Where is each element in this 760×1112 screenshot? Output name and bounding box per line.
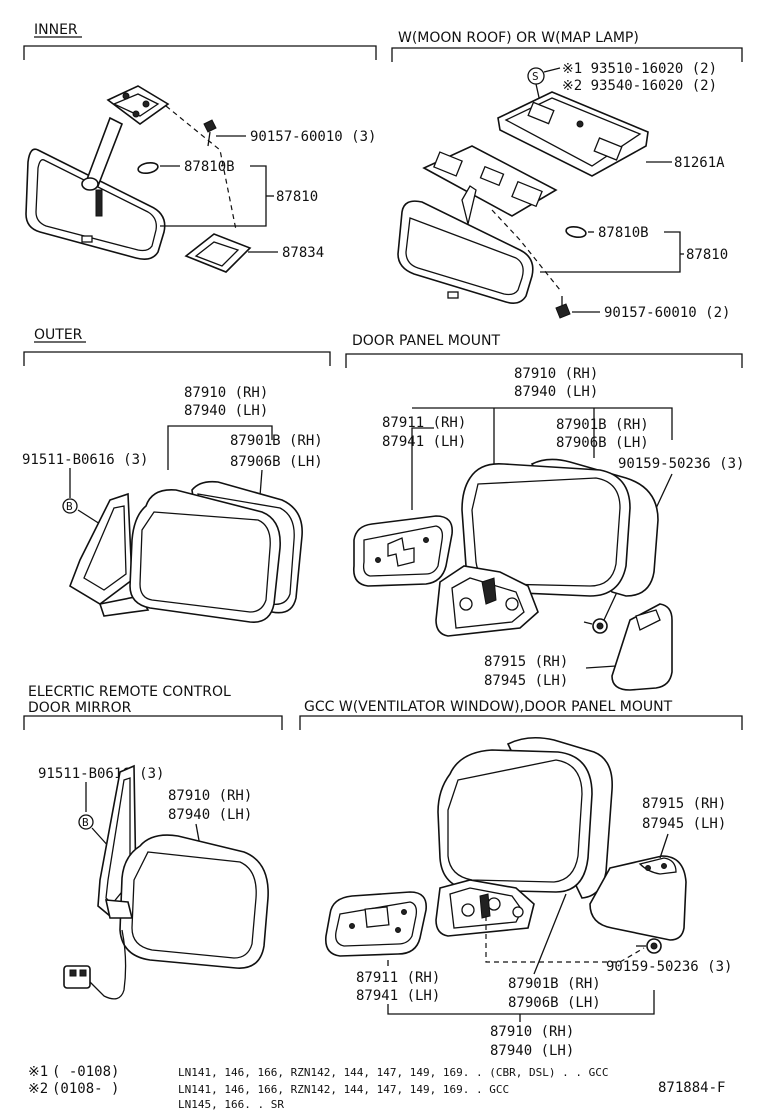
mark-b-symbol — [62, 498, 78, 514]
section-title-outer: OUTER — [34, 327, 83, 343]
section-bracket-gcc — [299, 715, 743, 730]
label-dpm-screw: 90159-50236 (3) — [618, 456, 744, 472]
label-outer-glass-lh: 87906B (LH) — [230, 454, 323, 470]
gcc-screw-dashline — [485, 916, 645, 963]
label-outer-screw: 91511-B0616 (3) — [22, 452, 148, 468]
label-gcc-mirror-lh: 87940 (LH) — [490, 1043, 574, 1059]
leader-line — [259, 469, 263, 497]
label-map-lamp-screw: 90157-60010 (2) — [604, 305, 730, 321]
outer-bracket-line — [167, 425, 273, 470]
label-gcc-mirror-rh: 87910 (RH) — [490, 1024, 574, 1040]
map-lamp-bracket-line — [540, 231, 681, 273]
leader-line — [533, 893, 567, 975]
label-gcc-screw: 90159-50236 (3) — [606, 959, 732, 975]
footnote-1-mark: ※1 — [28, 1064, 48, 1080]
label-electric-screw: 91511-B0616 (3) — [38, 766, 164, 782]
label-gcc-glass-rh: 87901B (RH) — [508, 976, 601, 992]
mark-b: B — [82, 816, 89, 829]
section-title-door-mirror: DOOR MIRROR — [28, 700, 132, 716]
label-moon-roof-part1: ※1 93510-16020 (2) — [562, 61, 717, 77]
label-inner-mirror: 87810 — [276, 189, 318, 205]
section-bracket-door-panel — [345, 353, 743, 368]
label-electric-mirror-rh: 87910 (RH) — [168, 788, 252, 804]
footnote-2-range: (0108- ) — [52, 1081, 119, 1097]
label-map-lamp-bulb: 87810B — [598, 225, 649, 241]
label-dpm-cover-rh: 87915 (RH) — [484, 654, 568, 670]
section-title-door-panel-mount: DOOR PANEL MOUNT — [352, 333, 501, 349]
figure-number: 871884-F — [658, 1080, 725, 1096]
label-electric-mirror-lh: 87940 (LH) — [168, 807, 252, 823]
gcc-mirror — [435, 736, 613, 937]
label-dpm-glass-rh: 87901B (RH) — [556, 417, 649, 433]
label-gcc-cover-rh: 87915 (RH) — [642, 796, 726, 812]
map-lamp-dashline — [491, 209, 561, 291]
leader-line — [77, 509, 101, 525]
dpm-screw — [583, 618, 608, 634]
dpm-gasket — [352, 515, 453, 587]
label-dpm-cover-lh: 87945 (LH) — [484, 673, 568, 689]
label-outer-mirror-lh: 87940 (LH) — [184, 403, 268, 419]
label-dpm-gasket-rh: 87911 (RH) — [382, 415, 466, 431]
label-inner-screw: 90157-60010 (3) — [250, 129, 376, 145]
map-lamp-bulb — [565, 225, 594, 239]
mark-b: B — [66, 500, 73, 513]
section-title-inner: INNER — [34, 22, 78, 38]
label-inner-cover: 87834 — [282, 245, 324, 261]
label-dpm-glass-lh: 87906B (LH) — [556, 435, 649, 451]
dpm-mirror — [435, 458, 659, 637]
label-dpm-mirror-rh: 87910 (RH) — [514, 366, 598, 382]
footnote-1-models: LN141, 146, 166, RZN142, 144, 147, 149, … — [178, 1066, 608, 1079]
gcc-screw — [636, 938, 662, 954]
label-console: 81261A — [674, 155, 725, 171]
section-title-moon-roof: W(MOON ROOF) OR W(MAP LAMP) — [398, 30, 639, 46]
dpm-inner-cover — [611, 603, 673, 691]
inner-bulb — [137, 161, 180, 175]
section-bracket-inner — [23, 45, 377, 60]
outer-side-mirror — [69, 480, 303, 623]
label-gcc-cover-lh: 87945 (LH) — [642, 816, 726, 832]
section-title-electric-remote: ELECRTIC REMOTE CONTROL — [28, 684, 231, 700]
dpm-top-bracket — [411, 407, 673, 510]
gcc-outer-cover — [589, 855, 687, 941]
leader-line — [659, 833, 669, 859]
map-lamp-mirror-base — [422, 145, 558, 225]
inner-screw — [203, 119, 246, 147]
label-map-lamp-mirror: 87810 — [686, 247, 728, 263]
footnote-3-models: LN145, 166. . SR — [178, 1098, 284, 1111]
label-gcc-gasket-lh: 87941 (LH) — [356, 988, 440, 1004]
section-title-gcc: GCC W(VENTILATOR WINDOW),DOOR PANEL MOUN… — [304, 699, 673, 715]
footnote-1-range: ( -0108) — [52, 1064, 119, 1080]
section-bracket-outer — [23, 351, 331, 366]
label-inner-bulb: 87810B — [184, 159, 235, 175]
label-dpm-mirror-lh: 87940 (LH) — [514, 384, 598, 400]
label-outer-glass-rh: 87901B (RH) — [230, 433, 323, 449]
section-bracket-moon-roof — [391, 47, 743, 62]
footnote-2-mark: ※2 — [28, 1081, 48, 1097]
inner-rear-view-mirror — [25, 85, 170, 260]
inner-lamp-cover — [184, 233, 278, 273]
label-gcc-gasket-rh: 87911 (RH) — [356, 970, 440, 986]
map-lamp-screw — [555, 296, 600, 319]
electric-side-mirror — [63, 764, 269, 1000]
label-moon-roof-part2: ※2 93540-16020 (2) — [562, 78, 717, 94]
gcc-gasket — [324, 891, 427, 957]
map-lamp-console — [497, 91, 672, 177]
section-bracket-electric — [23, 715, 283, 730]
mark-b-symbol — [78, 814, 94, 830]
label-gcc-glass-lh: 87906B (LH) — [508, 995, 601, 1011]
label-dpm-gasket-lh: 87941 (LH) — [382, 434, 466, 450]
map-lamp-mirror — [397, 200, 534, 304]
footnote-2-models: LN141, 146, 166, RZN142, 144, 147, 149, … — [178, 1083, 509, 1096]
gcc-bottom-bracket — [387, 990, 655, 1015]
mark-s: S — [532, 70, 539, 83]
label-outer-mirror-rh: 87910 (RH) — [184, 385, 268, 401]
leader-line — [585, 665, 617, 669]
inner-bracket-line — [160, 165, 267, 227]
